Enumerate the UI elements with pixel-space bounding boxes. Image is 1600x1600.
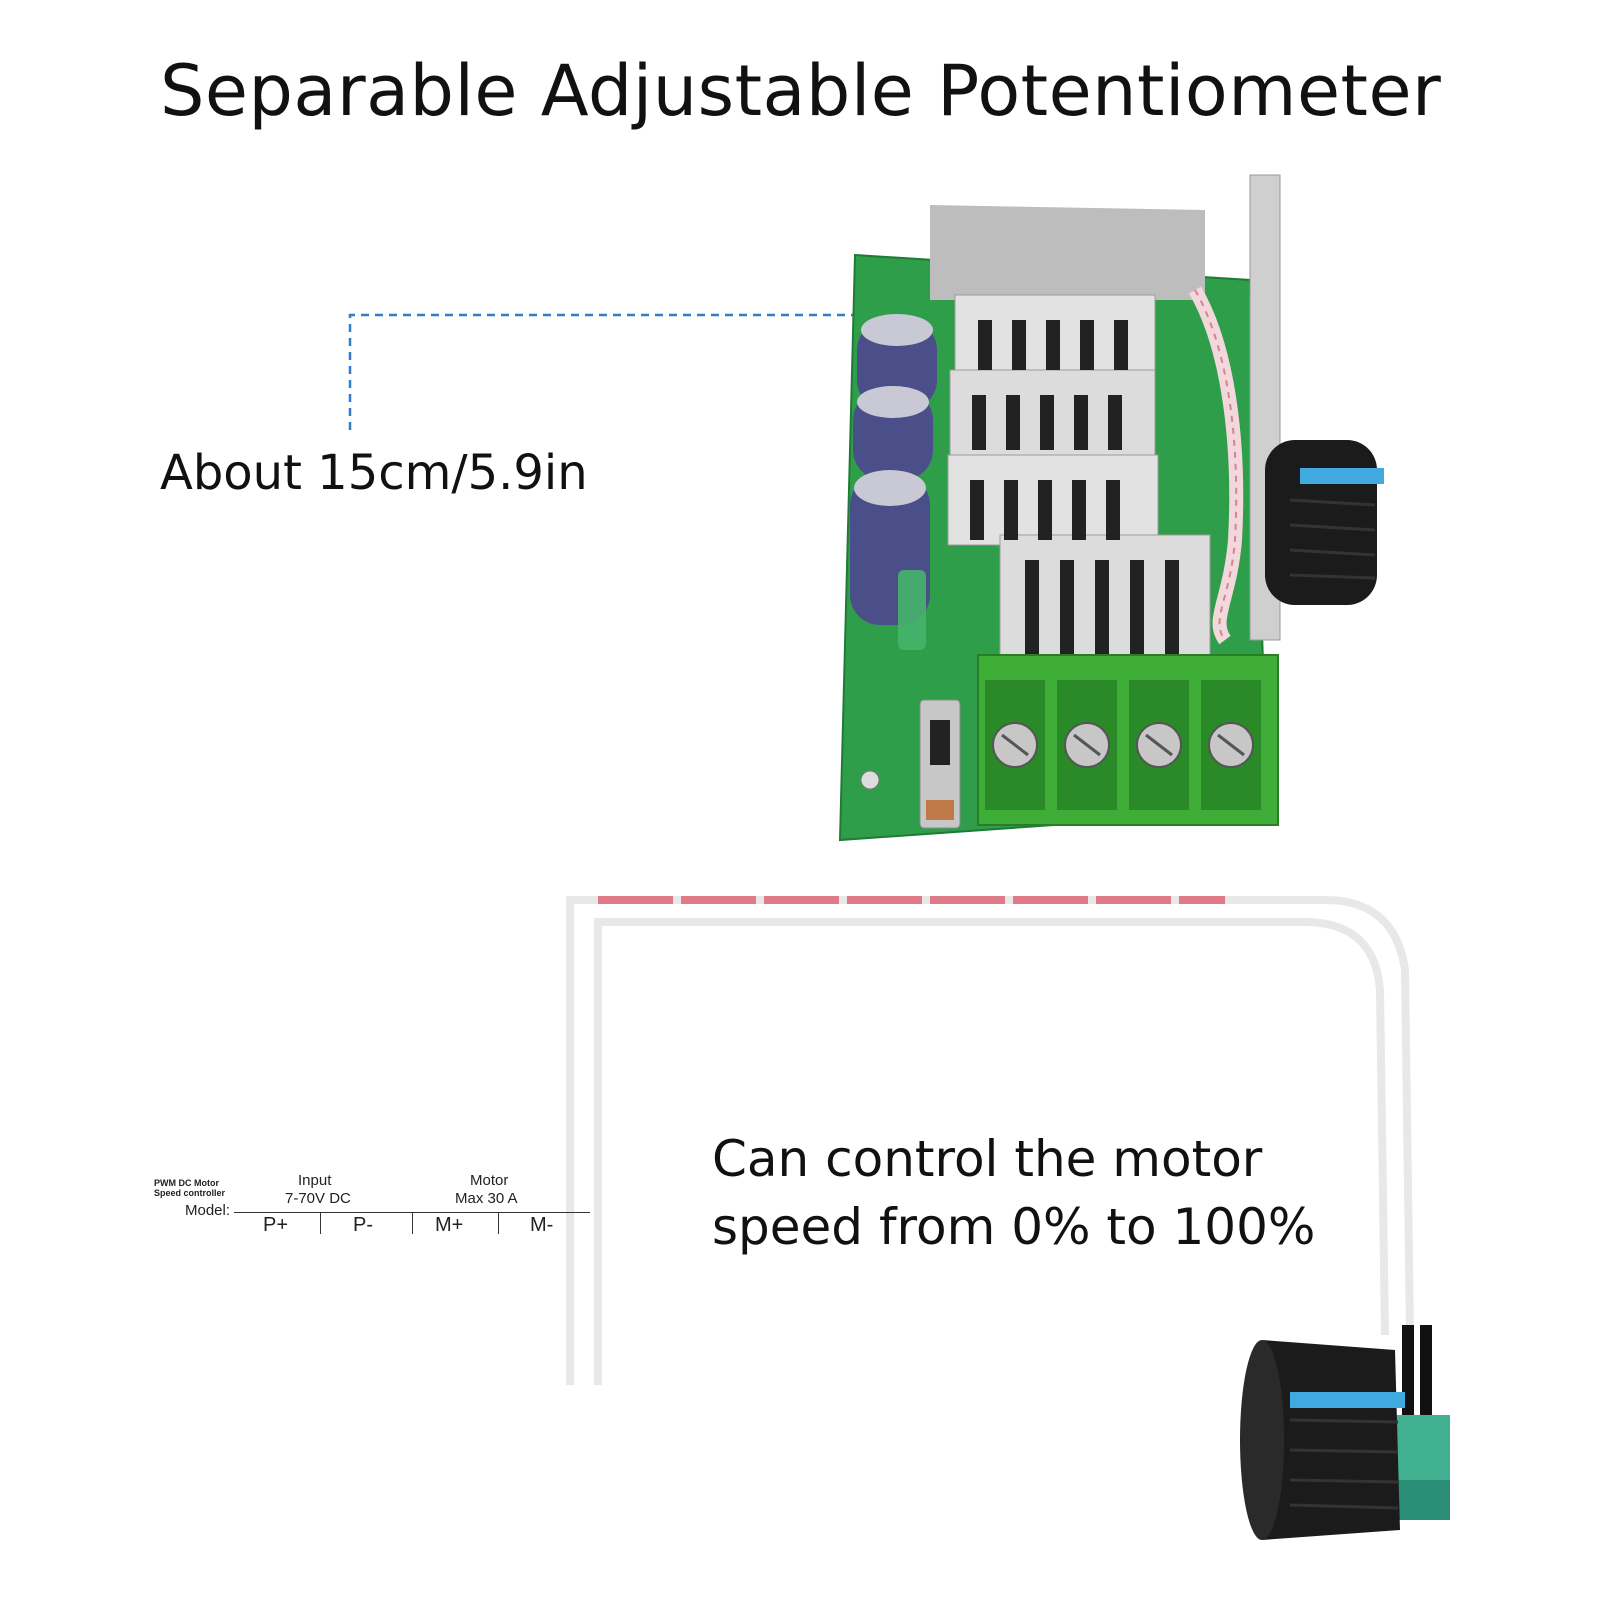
board-knob [1265, 440, 1384, 605]
terminal-m-minus: M- [530, 1214, 554, 1236]
cable-length-label: About 15cm/5.9in [160, 445, 588, 501]
measurement-guide [348, 313, 1220, 430]
terminal-m-plus: M+ [435, 1214, 464, 1236]
remote-knob [1240, 1325, 1450, 1540]
divider [412, 1212, 413, 1234]
product-name: PWM DC Motor Speed controller [154, 1178, 226, 1198]
input-range: 7-70V DC [285, 1190, 351, 1207]
heatsink-fins [947, 294, 1211, 661]
fuse [898, 570, 926, 650]
model-key: Model: [185, 1202, 231, 1219]
page-title: Separable Adjustable Potentiometer [160, 50, 1442, 132]
motor-controller-board [838, 174, 1384, 842]
motor-max: Max 30 A [455, 1190, 518, 1207]
ribbon-cable [1188, 286, 1244, 645]
terminal-block [977, 654, 1279, 826]
terminal-p-plus: P+ [263, 1214, 289, 1236]
input-heading: Input [298, 1172, 332, 1189]
caption-line-2: speed from 0% to 100% [712, 1198, 1316, 1256]
heatsink-plate [930, 205, 1205, 300]
model-label: PWM DC Motor Speed controller Input 7-70… [150, 1172, 590, 1236]
divider [498, 1212, 499, 1234]
motor-heading: Motor [470, 1172, 509, 1189]
extension-cable [566, 896, 1414, 1385]
divider [320, 1212, 321, 1234]
slide-switch [919, 699, 961, 829]
terminal-p-minus: P- [353, 1214, 373, 1236]
feature-caption: Can control the motor speed from 0% to 1… [712, 1125, 1315, 1261]
caption-line-1: Can control the motor [712, 1130, 1263, 1188]
mount-hole [860, 770, 880, 790]
